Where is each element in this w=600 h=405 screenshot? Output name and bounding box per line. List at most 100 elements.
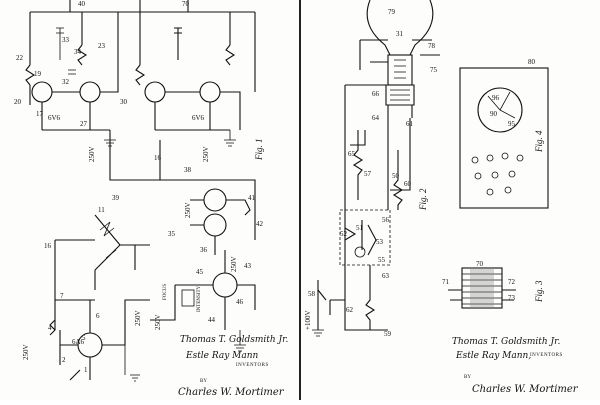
ref-40: 40 [78,0,86,8]
fig234-labels: 79 31 78 75 66 64 61 65 57 60 56 52 51 5… [304,8,579,395]
tube-v5 [203,188,227,212]
fig2-label: Fig. 2 [418,188,428,211]
ref-71: 71 [442,278,450,286]
ref-19: 19 [34,70,42,78]
ref-55: 55 [378,256,386,264]
ref-42: 42 [256,220,264,228]
ref-59: 59 [384,330,392,338]
left-by-word: BY [200,379,207,384]
ref-52: 52 [340,230,348,238]
ref-16b: 16 [44,242,52,250]
fig4-dial [477,87,523,133]
fig3-label: Fig. 3 [534,280,544,303]
supply-250v-3: 250V [184,202,192,218]
ref-75: 75 [430,66,438,74]
ref-27: 27 [80,120,88,128]
ref-12: 11 [98,206,105,214]
ref-17: 17 [36,110,44,118]
left-inventor-1: Thomas T. Goldsmith Jr. [180,335,288,345]
tube-type-6v6-b: 6V6 [192,114,205,122]
ref-35: 35 [168,230,176,238]
tube-v3 [144,81,166,103]
tube-v4 [199,81,221,103]
fig1-circuit [25,0,256,382]
ref-20: 20 [14,98,22,106]
ref-95: 95 [508,120,516,128]
ref-43: 43 [244,262,252,270]
left-inventors-word: INVENTORS [236,363,269,368]
intensity-label: INTENSITY [197,286,202,312]
ref-66: 66 [372,90,380,98]
ref-22: 22 [16,54,24,62]
ref-58: 58 [308,290,316,298]
ref-6: 5 [82,334,86,342]
ref-65: 65 [348,150,356,158]
ref-60: 60 [404,180,412,188]
tube-v2 [79,81,101,103]
ref-8: 7 [60,292,64,300]
ref-32: 32 [62,78,70,86]
ref-38: 38 [184,166,192,174]
tube-type-6a6: 6A6 [72,338,85,346]
tube-v1 [31,81,53,103]
ref-16: 16 [154,154,162,162]
fig4-screen [459,67,549,209]
supply-plus-100v: +100V [304,310,312,330]
supply-250v-5: 250V [154,314,162,330]
tube-v8 [212,272,238,298]
ref-46: 46 [236,298,244,306]
ref-72: 72 [508,278,516,286]
ref-33: 33 [62,36,70,44]
ref-96: 96 [492,94,500,102]
ref-39: 39 [112,194,120,202]
ref-78: 78 [428,42,436,50]
ref-2: 2 [62,356,66,364]
ref-62: 62 [346,306,354,314]
supply-250v-7: 250V [22,344,30,360]
ref-36: 36 [200,246,208,254]
crt-tube-outline [366,0,434,56]
control-box [339,209,391,266]
right-inventor-1: Thomas T. Goldsmith Jr. [452,337,560,347]
tube-type-6v6-a: 6V6 [48,114,61,122]
ref-53: 53 [376,238,384,246]
right-by-word: BY [464,375,471,380]
ref-56: 56 [382,216,390,224]
ref-79: 79 [388,8,396,16]
ref-90: 90 [490,110,498,118]
fig3-coil [448,267,516,309]
ref-70: 70 [476,260,484,268]
ref-34: 34 [74,48,82,56]
ref-41: 41 [248,194,256,202]
ref-57: 57 [364,170,372,178]
ref-23: 23 [98,42,106,50]
ref-70: 70 [182,0,190,8]
ref-4: 4 [48,324,52,332]
right-attorney-signature: Charles W. Mortimer [472,384,579,395]
ref-31: 31 [396,30,404,38]
ref-30: 30 [120,98,128,106]
ref-73: 73 [508,294,516,302]
supply-250v-6: 250V [134,310,142,326]
left-inventor-2: Estle Ray Mann [185,351,259,361]
supply-250v-2: 250V [202,146,210,162]
fig1-label: Fig. 1 [254,139,264,162]
ref-7: 6 [96,312,100,320]
right-inventor-2: Estle Ray Mann, [455,351,531,361]
ref-64: 64 [372,114,380,122]
ref-51: 51 [356,224,364,232]
supply-250v-1: 250V [88,146,96,162]
ref-1: 1 [84,366,88,374]
ref-45: 45 [196,268,204,276]
fig4-label: Fig. 4 [534,130,544,153]
focus-control [181,289,195,307]
ref-63: 63 [382,272,390,280]
fig2-circuit [312,0,440,337]
ref-50: 50 [392,172,400,180]
tube-v6 [203,213,227,237]
ref-44: 44 [208,316,216,324]
right-inventors-word: INVENTORS [530,353,563,358]
focus-label: FOCUS [163,284,168,300]
ref-61: 61 [406,120,414,128]
